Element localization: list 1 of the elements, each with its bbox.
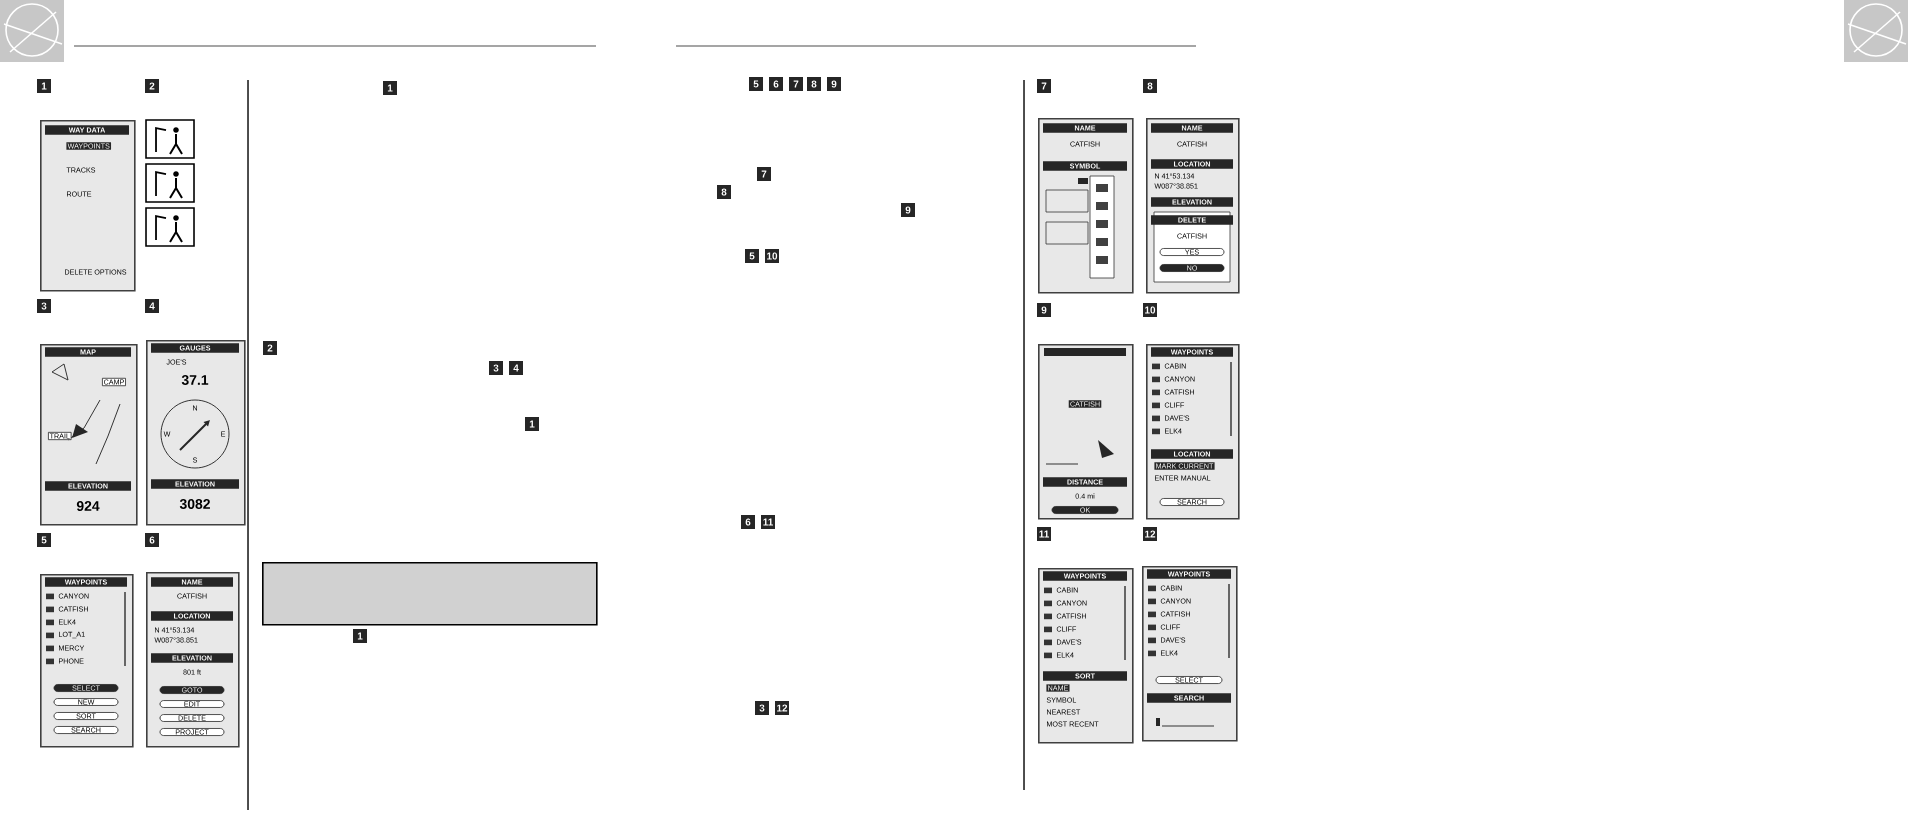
note-box <box>262 562 598 626</box>
